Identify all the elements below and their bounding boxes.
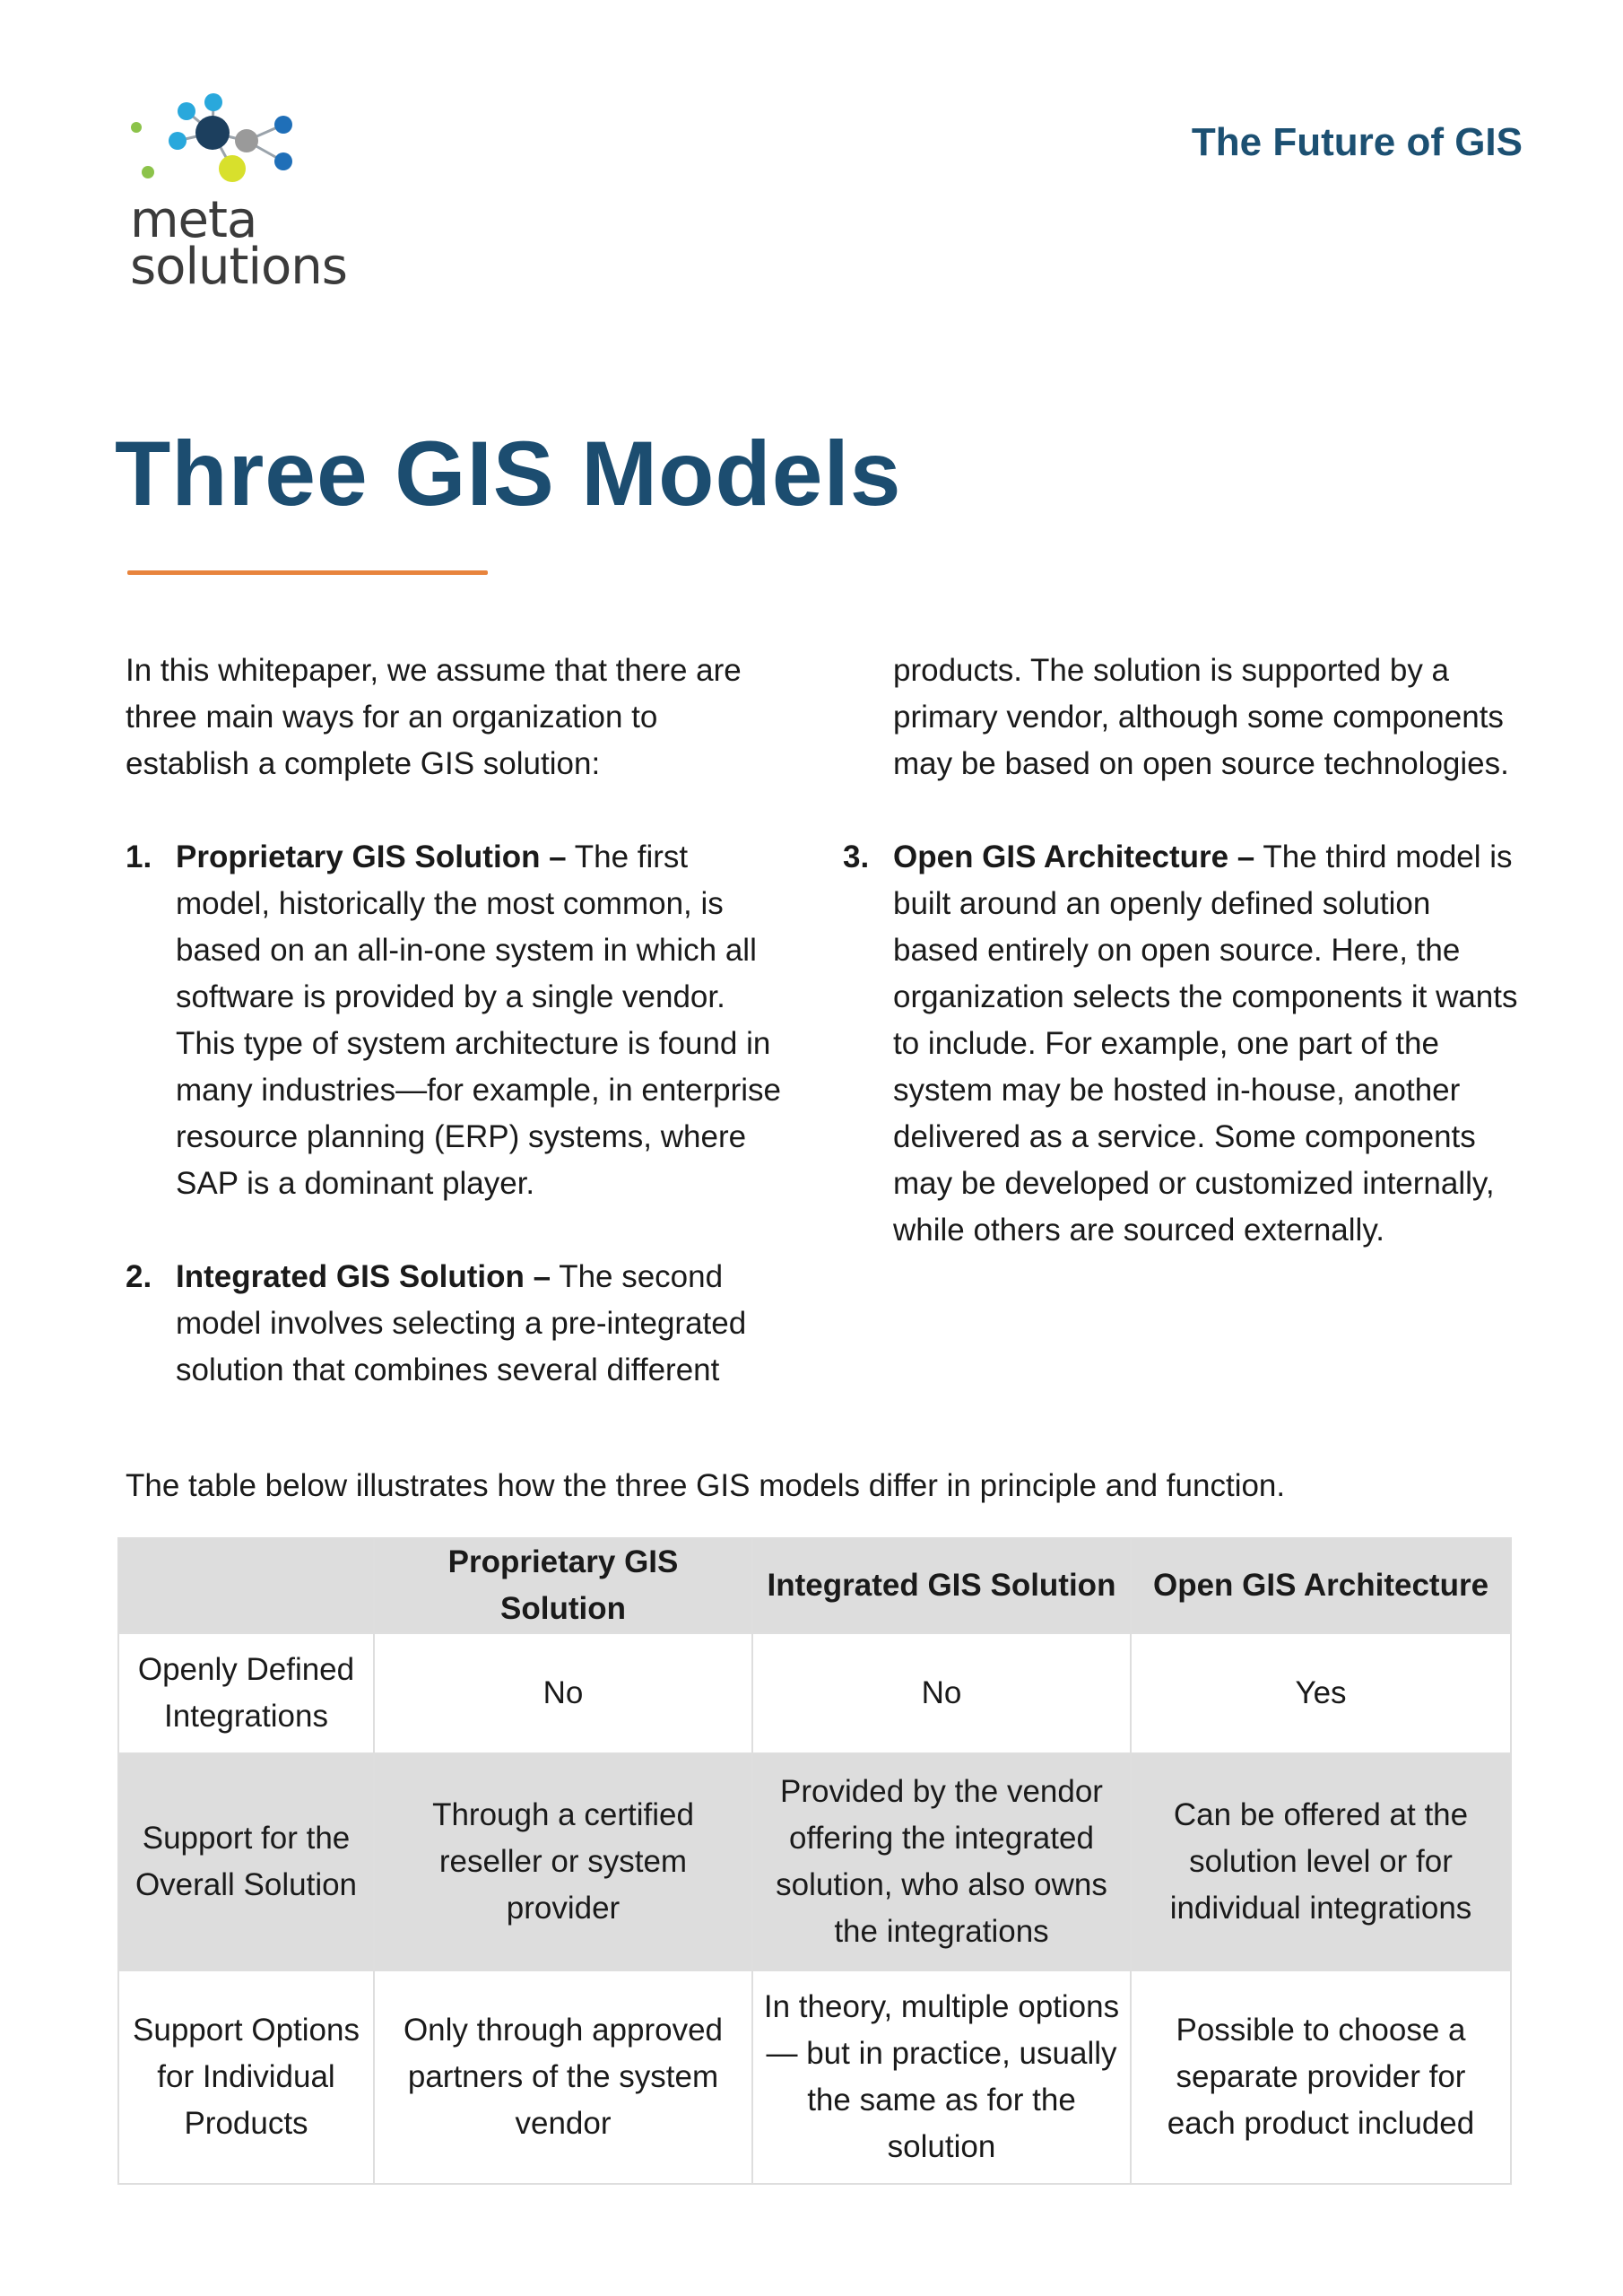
table-cell: Through a certified reseller or system p… <box>373 1752 753 1971</box>
model-description-continued: products. The solution is supported by a… <box>893 653 1509 781</box>
table-row-label: Support Options for Individual Products <box>117 1970 375 2185</box>
table-row: Openly Defined Integrations No No Yes <box>117 1632 1512 1754</box>
table-cell: Only through approved partners of the sy… <box>373 1970 753 2185</box>
page-title: Three GIS Models <box>115 422 902 525</box>
table-header: Open GIS Architecture <box>1130 1537 1512 1634</box>
list-item-text: Proprietary GIS Solution – The first mod… <box>176 834 789 1207</box>
model-description: The third model is built around an openl… <box>893 839 1518 1248</box>
list-number: 3. <box>843 839 870 874</box>
table-header-row: Proprietary GIS Solution Integrated GIS … <box>117 1537 1512 1634</box>
comparison-table: Proprietary GIS Solution Integrated GIS … <box>117 1537 1512 2185</box>
table-row: Support for the Overall Solution Through… <box>117 1752 1512 1971</box>
list-item-integrated: 2. Integrated GIS Solution – The second … <box>126 1254 789 1394</box>
right-column: products. The solution is supported by a… <box>843 648 1524 1254</box>
table-cell: Yes <box>1130 1632 1512 1754</box>
table-cell: Provided by the vendor offering the inte… <box>751 1752 1132 1971</box>
table-cell: No <box>373 1632 753 1754</box>
table-cell: In theory, multiple options — but in pra… <box>751 1970 1132 2185</box>
model-description: The second model involves selecting a pr… <box>176 1259 747 1387</box>
document-header-title: The Future of GIS <box>1191 120 1523 164</box>
logo-word-solutions: solutions <box>130 238 348 296</box>
list-number: 2. <box>126 1259 152 1294</box>
table-row: Support Options for Individual Products … <box>117 1970 1512 2185</box>
table-header: Proprietary GIS Solution <box>373 1537 753 1634</box>
table-cell: Possible to choose a separate provider f… <box>1130 1970 1512 2185</box>
list-item-open: 3. Open GIS Architecture – The third mod… <box>843 834 1524 1254</box>
left-column: In this whitepaper, we assume that there… <box>126 648 789 1394</box>
logo-word-meta: meta <box>130 191 257 249</box>
table-row-label: Openly Defined Integrations <box>117 1632 375 1754</box>
table-cell: No <box>751 1632 1132 1754</box>
table-cell: Can be offered at the solution level or … <box>1130 1752 1512 1971</box>
list-number: 1. <box>126 839 152 874</box>
model-name: Proprietary GIS Solution – <box>176 839 567 874</box>
list-item-text: Integrated GIS Solution – The second mod… <box>176 1254 789 1394</box>
network-nodes-icon <box>131 93 292 182</box>
model-name: Integrated GIS Solution – <box>176 1259 551 1294</box>
table-header <box>117 1537 375 1634</box>
list-item-text: Open GIS Architecture – The third model … <box>893 834 1524 1254</box>
title-underline <box>127 570 488 575</box>
table-intro: The table below illustrates how the thre… <box>126 1468 1286 1503</box>
intro-paragraph: In this whitepaper, we assume that there… <box>126 653 742 781</box>
list-item-proprietary: 1. Proprietary GIS Solution – The first … <box>126 834 789 1207</box>
model-description: The first model, historically the most c… <box>176 839 782 1201</box>
model-name: Open GIS Architecture – <box>893 839 1255 874</box>
meta-solutions-logo: meta solutions <box>126 90 348 296</box>
table-row-label: Support for the Overall Solution <box>117 1752 375 1971</box>
table-header: Integrated GIS Solution <box>751 1537 1132 1634</box>
